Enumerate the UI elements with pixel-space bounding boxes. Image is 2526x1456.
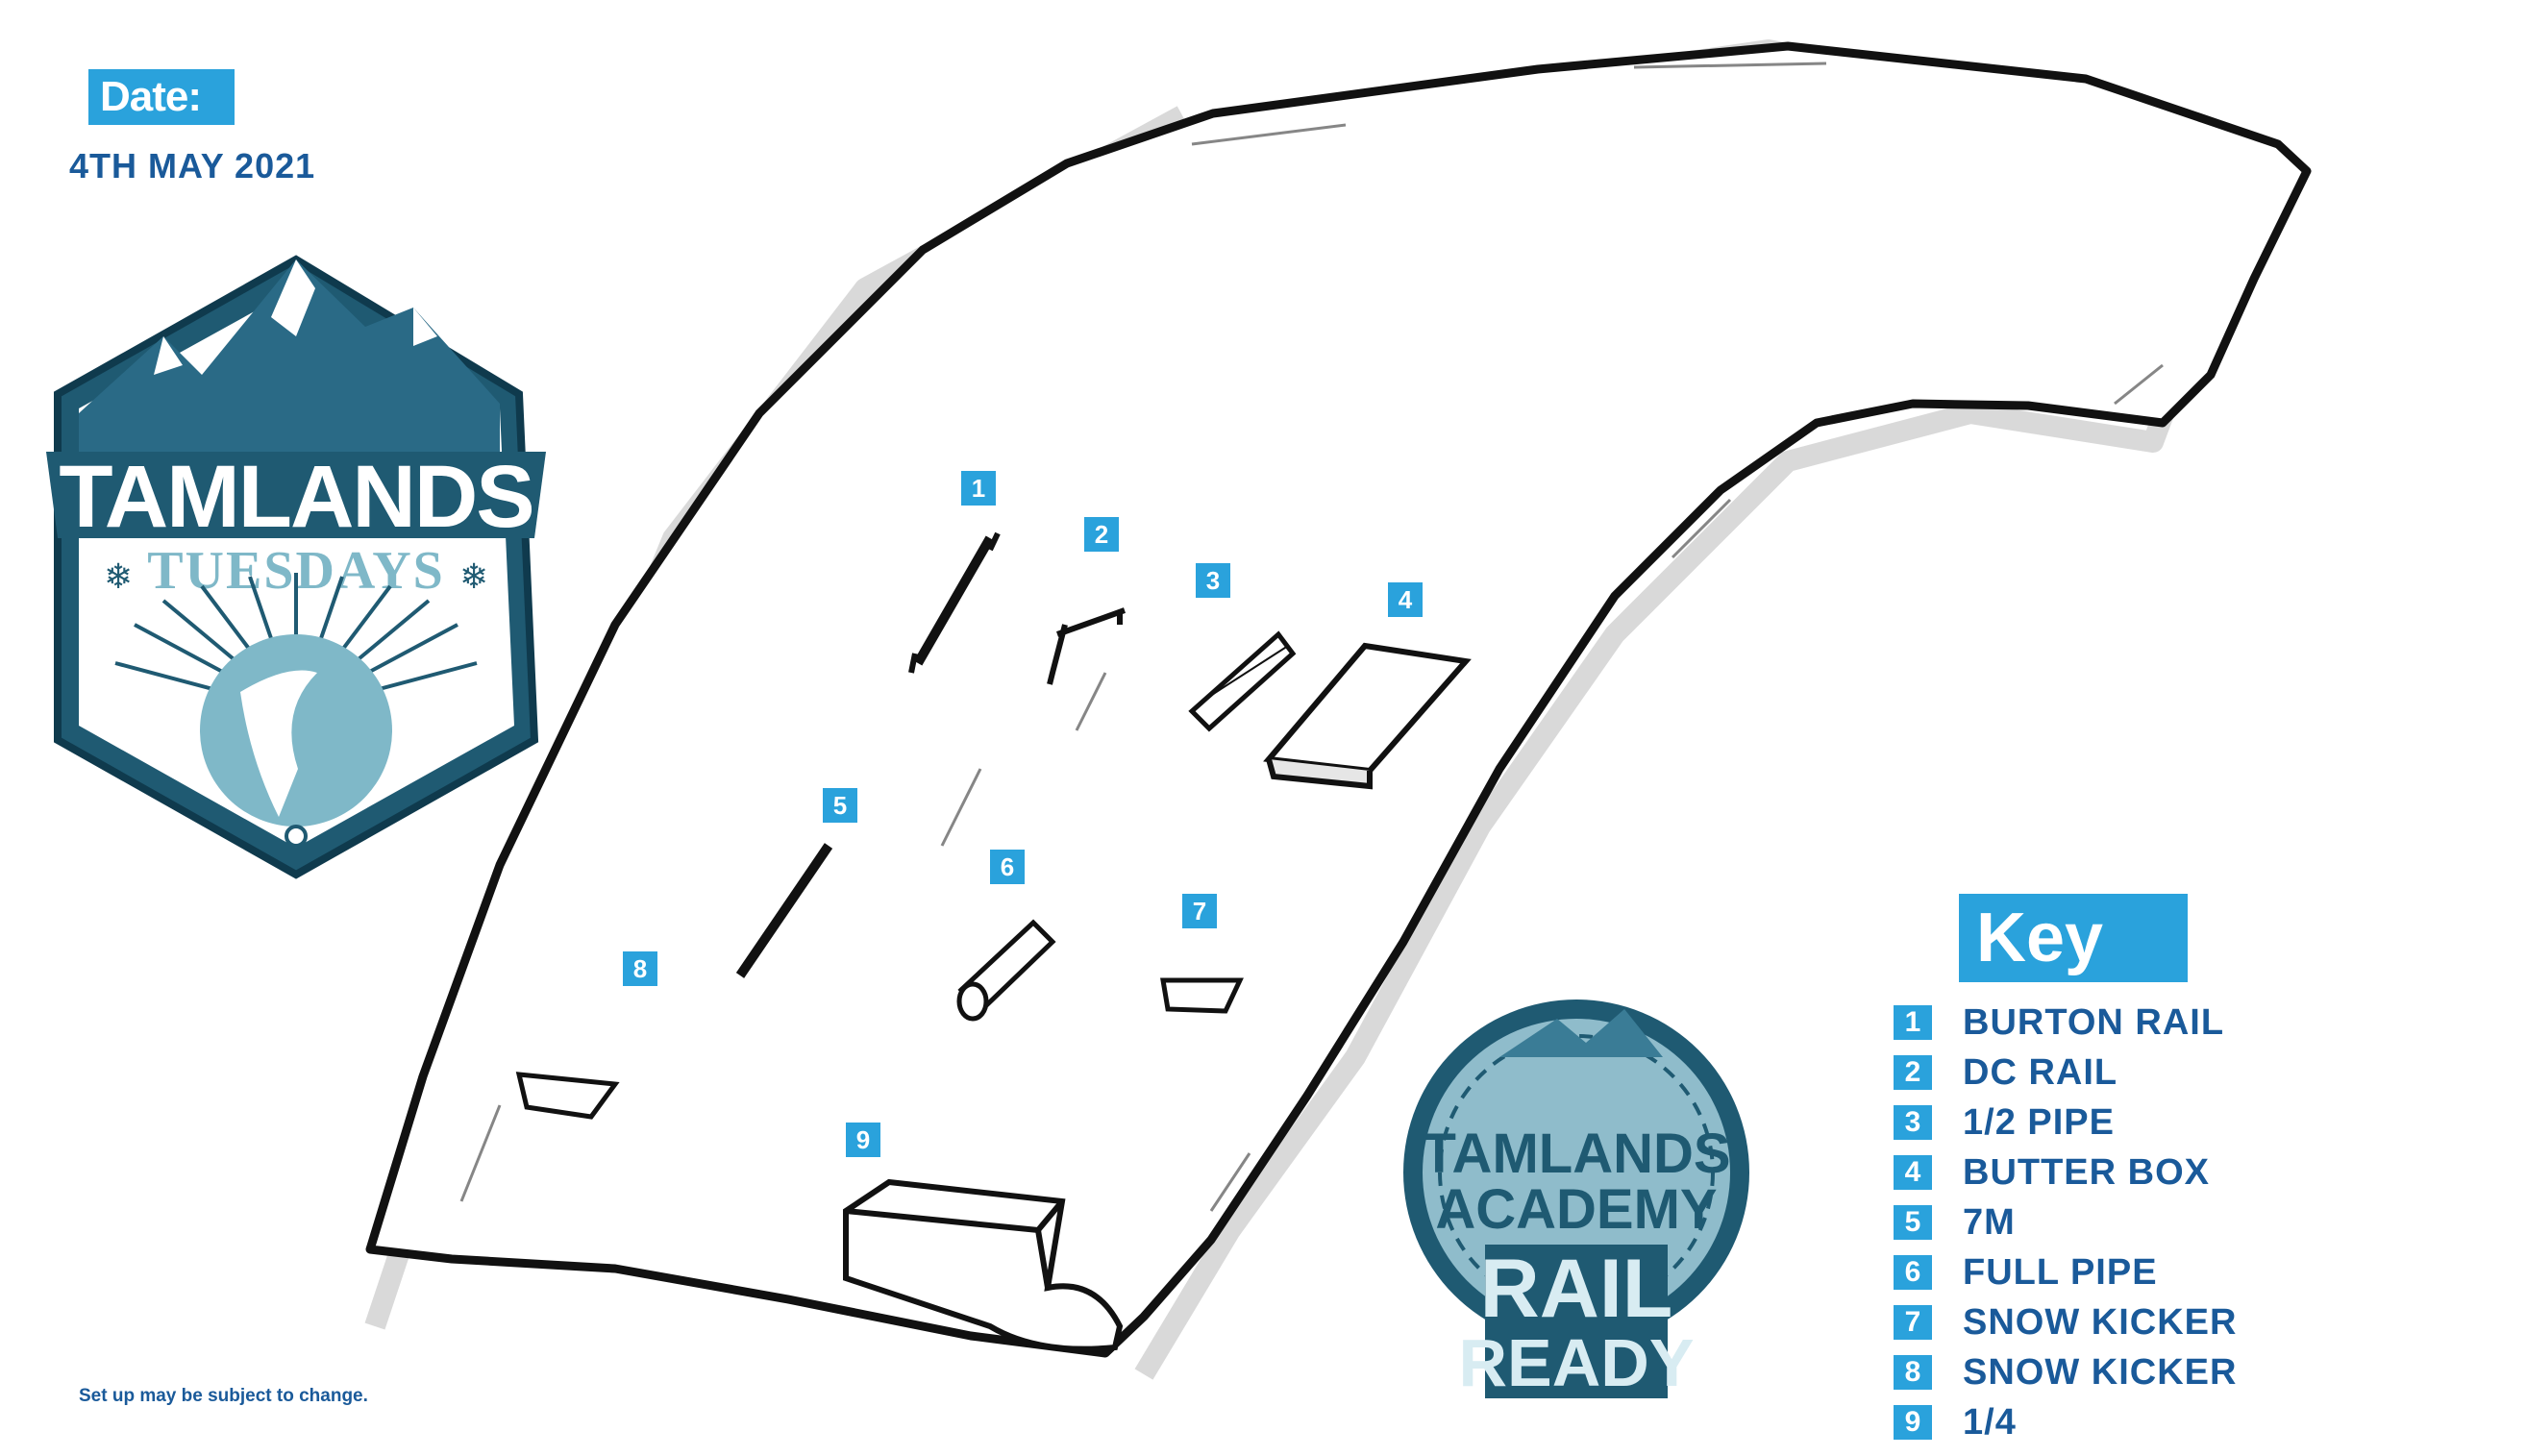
feature-7m-rail	[735, 843, 833, 978]
key-number: 6	[1894, 1255, 1932, 1290]
key-number: 4	[1894, 1155, 1932, 1190]
feature-snow-kicker-8	[515, 1072, 620, 1120]
map-marker-9: 9	[846, 1123, 880, 1157]
academy-logo-line3: RAIL	[1480, 1243, 1673, 1335]
key-label: FULL PIPE	[1963, 1251, 2158, 1293]
key-item: 7 SNOW KICKER	[1894, 1297, 2237, 1347]
feature-snow-kicker-7	[1160, 977, 1244, 1014]
svg-text:❄: ❄	[459, 557, 488, 597]
setup-note: Set up may be subject to change.	[79, 1386, 368, 1406]
key-item: 9 1/4	[1894, 1397, 2237, 1447]
key-item: 8 SNOW KICKER	[1894, 1347, 2237, 1397]
key-number: 3	[1894, 1105, 1932, 1140]
key-number: 8	[1894, 1355, 1932, 1390]
map-marker-2: 2	[1084, 517, 1119, 552]
key-number: 5	[1894, 1205, 1932, 1240]
feature-full-pipe	[956, 919, 1056, 1022]
key-item: 6 FULL PIPE	[1894, 1247, 2237, 1297]
key-item: 2 DC RAIL	[1894, 1048, 2237, 1098]
key-label: SNOW KICKER	[1963, 1301, 2238, 1343]
key-label: 1/2 PIPE	[1963, 1101, 2115, 1143]
map-marker-6: 6	[990, 850, 1025, 884]
key-number: 2	[1894, 1055, 1932, 1090]
key-number: 1	[1894, 1005, 1932, 1040]
map-marker-1: 1	[961, 471, 996, 506]
key-label: 1/4	[1963, 1401, 2017, 1443]
key-label: DC RAIL	[1963, 1051, 2118, 1093]
date-label: Date:	[88, 69, 235, 125]
academy-logo-line1: TAMLANDS	[1422, 1123, 1730, 1185]
map-marker-8: 8	[623, 951, 657, 986]
academy-logo-line2: ACADEMY	[1435, 1178, 1717, 1241]
key-item: 1 BURTON RAIL	[1894, 998, 2237, 1048]
key-label: BUTTER BOX	[1963, 1151, 2210, 1193]
feature-butter-box	[1263, 642, 1472, 790]
key-number: 7	[1894, 1305, 1932, 1340]
svg-text:❄: ❄	[104, 557, 133, 597]
academy-logo-line4: READY	[1458, 1325, 1694, 1400]
key-title: Key	[1959, 894, 2188, 982]
key-label: BURTON RAIL	[1963, 1001, 2225, 1043]
map-marker-4: 4	[1388, 582, 1423, 617]
key-item: 4 BUTTER BOX	[1894, 1148, 2237, 1197]
feature-burton-rail	[908, 531, 1001, 674]
key-list: 1 BURTON RAIL 2 DC RAIL 3 1/2 PIPE 4 BUTTER …	[1894, 998, 2237, 1447]
feature-quarter-pipe	[843, 1178, 1124, 1352]
feature-half-pipe	[1188, 630, 1297, 732]
map-marker-7: 7	[1182, 894, 1217, 928]
tuesdays-logo-line1: TAMLANDS	[59, 448, 532, 546]
date-value: 4TH MAY 2021	[69, 146, 316, 185]
key-number: 9	[1894, 1405, 1932, 1440]
feature-dc-rail	[1047, 607, 1127, 685]
key-label: 7M	[1963, 1201, 2016, 1243]
map-marker-5: 5	[823, 788, 857, 823]
key-item: 3 1/2 PIPE	[1894, 1098, 2237, 1148]
key-item: 5 7M	[1894, 1197, 2237, 1247]
key-label: SNOW KICKER	[1963, 1351, 2238, 1393]
map-marker-3: 3	[1196, 563, 1230, 598]
